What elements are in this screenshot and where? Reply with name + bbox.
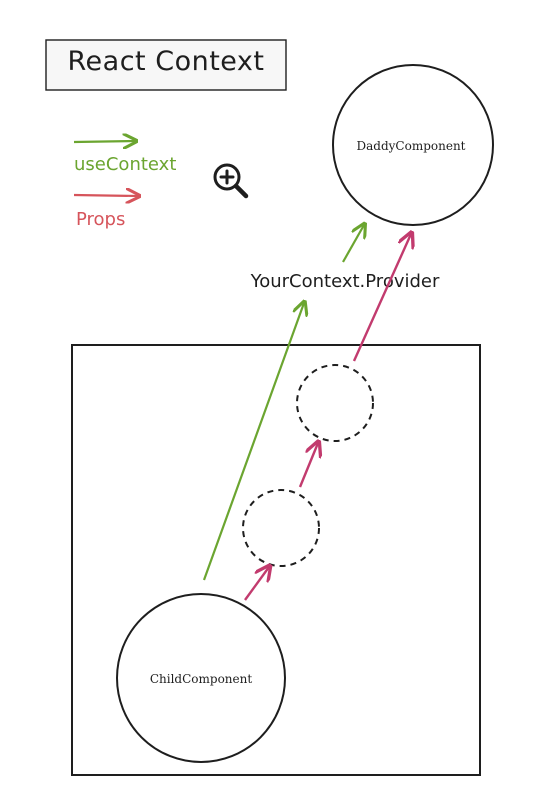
legend-red-arrow [73, 195, 138, 196]
title-text: React Context [68, 46, 265, 77]
title-box: React Context [45, 39, 287, 91]
props-arrow-child-to-intermediate-1 [244, 567, 269, 601]
child-component-node: ChildComponent [116, 593, 286, 763]
daddy-component-node: DaddyComponent [332, 64, 494, 226]
daddy-component-label: DaddyComponent [357, 139, 466, 153]
provider-label: YourContext.Provider [250, 271, 440, 292]
intermediate-component-2 [296, 364, 374, 442]
legend-item-props: Props [73, 195, 138, 230]
legend: useContext Props [73, 141, 176, 230]
legend-label-usecontext: useContext [74, 154, 176, 175]
usecontext-arrow-child-to-provider [202, 303, 304, 581]
usecontext-arrow-provider-to-daddy [342, 225, 364, 263]
provider-boundary-box [71, 344, 481, 776]
props-arrow-intermediate-1-to-2 [298, 443, 318, 488]
intermediate-component-1 [242, 489, 320, 567]
child-component-label: ChildComponent [150, 672, 253, 686]
legend-green-arrow [73, 141, 135, 142]
props-arrow-intermediate-2-to-daddy [352, 234, 411, 362]
legend-label-props: Props [76, 209, 125, 230]
zoom-in-icon[interactable] [213, 163, 249, 199]
legend-item-usecontext: useContext [73, 141, 176, 175]
